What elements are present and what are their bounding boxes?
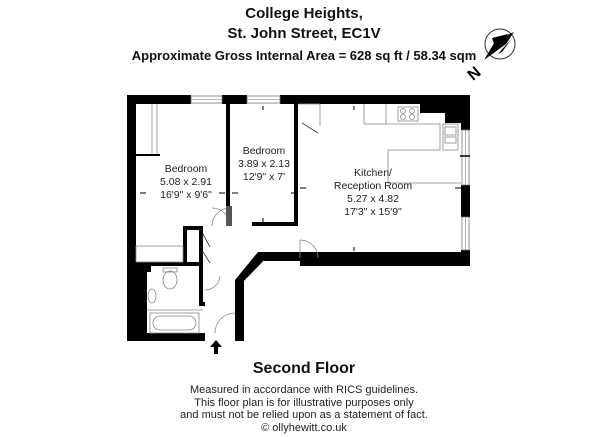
door-leaf: [226, 206, 232, 226]
room-metric: 3.89 x 2.13: [238, 158, 290, 170]
room-label-bedroom-1: Bedroom 5.08 x 2.91 16'9" x 9'6": [151, 163, 221, 202]
room-imperial: 12'9" x 7': [242, 171, 286, 183]
room-metric: 5.27 x 4.82: [347, 193, 399, 205]
copyright: © ollyhewitt.co.uk: [261, 421, 347, 434]
room-name-line2: Reception Room: [333, 180, 413, 192]
room-imperial: 16'9" x 9'6": [160, 189, 212, 201]
floor-label: Second Floor: [252, 360, 356, 377]
room-imperial: 17'3" x 15'9": [344, 206, 402, 218]
room-metric: 5.08 x 2.91: [160, 176, 212, 188]
room-name: Bedroom: [242, 145, 286, 157]
room-name: Bedroom: [164, 163, 208, 175]
gross-internal-area: Approximate Gross Internal Area = 628 sq…: [131, 48, 477, 63]
disclaimer-line: and must not be relied upon as a stateme…: [180, 409, 428, 421]
entrance-arrow-icon: [210, 340, 222, 354]
property-name: College Heights,: [245, 5, 363, 22]
disclaimer-line: This floor plan is for illustrative purp…: [194, 396, 414, 409]
walls: [127, 95, 470, 341]
north-arrow-icon: N: [462, 22, 522, 87]
dimension-ticks: [140, 106, 461, 251]
property-address: St. John Street, EC1V: [227, 25, 381, 42]
room-label-bedroom-2: Bedroom 3.89 x 2.13 12'9" x 7': [229, 145, 299, 184]
window-lines: [191, 99, 470, 250]
room-label-kitchen-reception: Kitchen/ Reception Room 5.27 x 4.82 17'3…: [330, 167, 416, 219]
disclaimer-line: Measured in accordance with RICS guideli…: [189, 384, 419, 396]
disclaimer: Measured in accordance with RICS guideli…: [0, 384, 611, 434]
fixtures: [135, 103, 461, 334]
room-name-line1: Kitchen/: [354, 167, 392, 179]
